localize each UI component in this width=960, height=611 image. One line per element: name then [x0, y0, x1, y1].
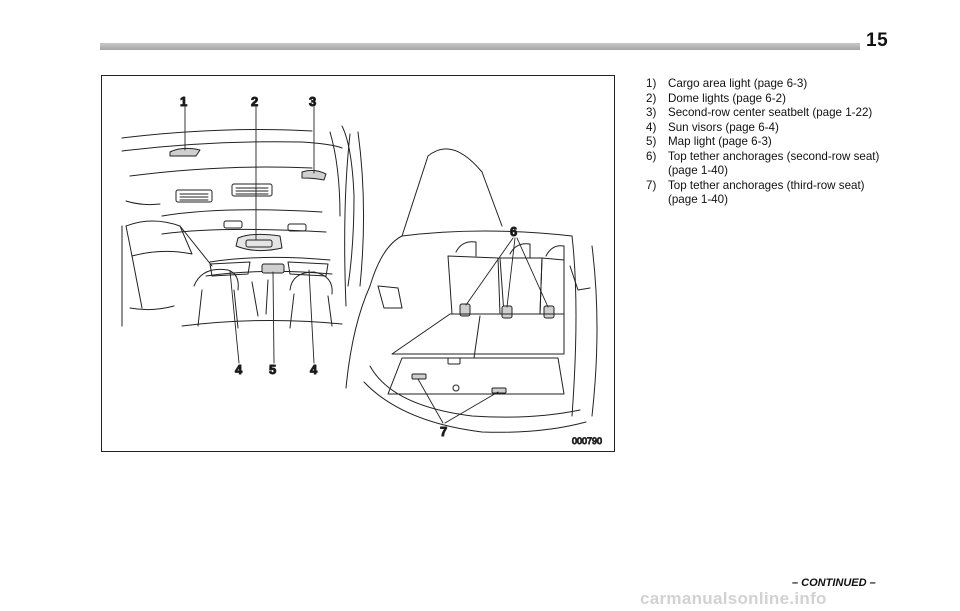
callout-numbers: 1 2 3 4 5 4 6 7 [180, 94, 518, 440]
legend-item: 5)Map light (page 6-3) [646, 135, 772, 148]
callout-6: 6 [510, 224, 517, 239]
legend-item: 1)Cargo area light (page 6-3) [646, 77, 808, 90]
legend-item: 4)Sun visors (page 6-4) [646, 120, 779, 134]
figure-code: 000790 [572, 436, 602, 446]
callout-2: 2 [251, 94, 258, 109]
callout-3: 3 [309, 94, 316, 109]
callout-5: 5 [269, 362, 276, 377]
cargo-floor [363, 313, 587, 433]
callout-legend: 1)Cargo area light (page 6-3) 2)Dome lig… [646, 77, 896, 208]
callout-4-left: 4 [235, 362, 243, 377]
leader-lines-right [417, 237, 549, 424]
air-vents [175, 183, 273, 203]
site-watermark: carmanualsonline.info [640, 589, 827, 608]
vehicle-interior-figure: 1 2 3 4 5 4 6 7 000790 [101, 75, 615, 452]
callout-4-right: 4 [310, 362, 318, 377]
legend-item: 7)Top tether anchorages (third-row seat)… [646, 178, 865, 207]
header-rule [100, 43, 860, 50]
legend-item: 2)Dome lights (page 6-2) [646, 91, 786, 105]
interior-illustration: 1 2 3 4 5 4 6 7 000790 [121, 94, 603, 447]
cabin-ceiling-drawing [121, 125, 355, 329]
legend-item: 3)Second-row center seatbelt (page 1-22) [646, 106, 873, 119]
page-number: 15 [866, 30, 889, 51]
second-row-seats [447, 241, 565, 319]
cargo-area-drawing [344, 131, 598, 433]
leader-lines-left [184, 106, 315, 364]
legend-item: 6)Top tether anchorages (second-row seat… [646, 149, 880, 178]
continued-note: – CONTINUED – [792, 577, 876, 589]
callout-7: 7 [440, 424, 447, 439]
callout-1: 1 [180, 94, 187, 109]
